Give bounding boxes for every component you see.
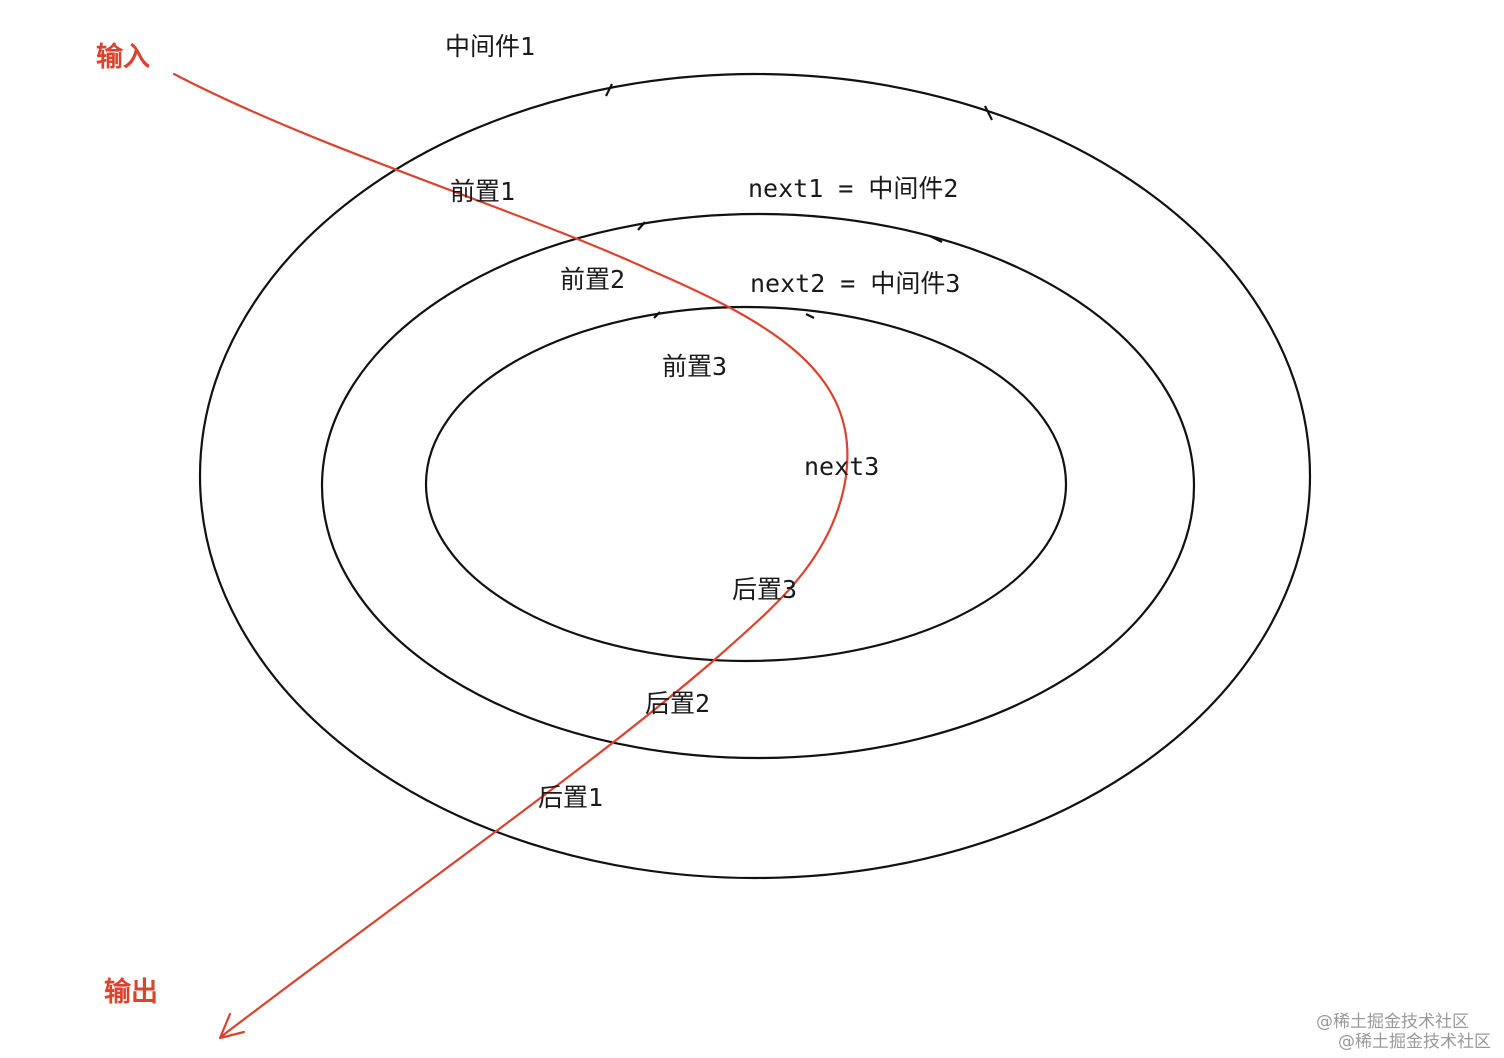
ring-middleware2-tick-b [929, 235, 943, 243]
ring-middleware2 [320, 212, 1196, 760]
ring-middleware1 [198, 72, 1312, 880]
label-pre2: 前置2 [560, 265, 625, 294]
label-post2: 后置2 [645, 689, 710, 718]
arrowhead-icon [218, 1012, 246, 1040]
label-pre3: 前置3 [662, 352, 727, 381]
label-output: 输出 [104, 976, 158, 1008]
label-post3: 后置3 [732, 575, 797, 604]
label-next2: next2 = 中间件3 [750, 269, 960, 298]
label-next1: next1 = 中间件2 [748, 174, 958, 203]
watermark-line-1: @稀土掘金技术社区 [1316, 1012, 1469, 1032]
ring-middleware3 [424, 305, 1068, 663]
ring-middleware3-tick-b [805, 313, 815, 319]
ring-middleware3-tick-a [653, 311, 661, 319]
label-pre1: 前置1 [450, 177, 515, 206]
label-post1: 后置1 [538, 783, 603, 812]
ring-middleware2-tick-a [637, 221, 646, 231]
watermark-line-2: @稀土掘金技术社区 [1338, 1032, 1491, 1052]
ring-middleware1-tick-b [984, 105, 993, 121]
label-middleware1: 中间件1 [445, 32, 535, 61]
ring-middleware1-tick-a [605, 83, 613, 97]
label-next3: next3 [804, 452, 879, 481]
label-input: 输入 [96, 41, 150, 73]
request-flow-path [172, 72, 849, 1038]
